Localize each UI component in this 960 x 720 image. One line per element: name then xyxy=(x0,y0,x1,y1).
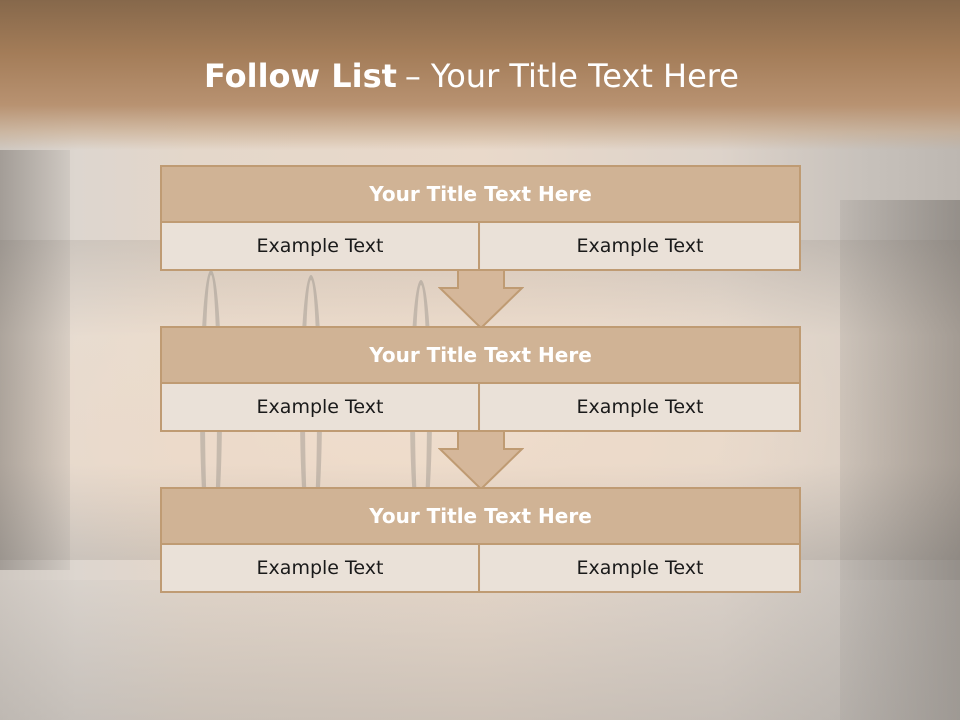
machine-frame-left xyxy=(0,150,70,570)
block-cell-left: Example Text xyxy=(162,545,480,591)
header-band xyxy=(0,0,960,150)
block-cell-right: Example Text xyxy=(481,384,799,430)
title-rest: Your Title Text Here xyxy=(430,57,739,95)
block-title: Your Title Text Here xyxy=(162,489,799,545)
block-title: Your Title Text Here xyxy=(162,328,799,384)
title-dash: – xyxy=(404,57,421,95)
block-cell-right: Example Text xyxy=(481,545,799,591)
block-cell-right: Example Text xyxy=(481,223,799,269)
machine-base xyxy=(0,580,960,720)
list-block-1: Your Title Text Here Example Text Exampl… xyxy=(160,165,801,271)
block-cell-left: Example Text xyxy=(162,223,480,269)
list-block-3: Your Title Text Here Example Text Exampl… xyxy=(160,487,801,593)
machine-frame-right xyxy=(840,200,960,720)
title-bold: Follow List xyxy=(204,57,397,95)
block-title: Your Title Text Here xyxy=(162,167,799,223)
block-cell-left: Example Text xyxy=(162,384,480,430)
list-block-2: Your Title Text Here Example Text Exampl… xyxy=(160,326,801,432)
down-arrow-icon xyxy=(438,431,524,491)
slide-title: Follow List–Your Title Text Here xyxy=(0,52,943,100)
down-arrow-icon xyxy=(438,270,524,330)
